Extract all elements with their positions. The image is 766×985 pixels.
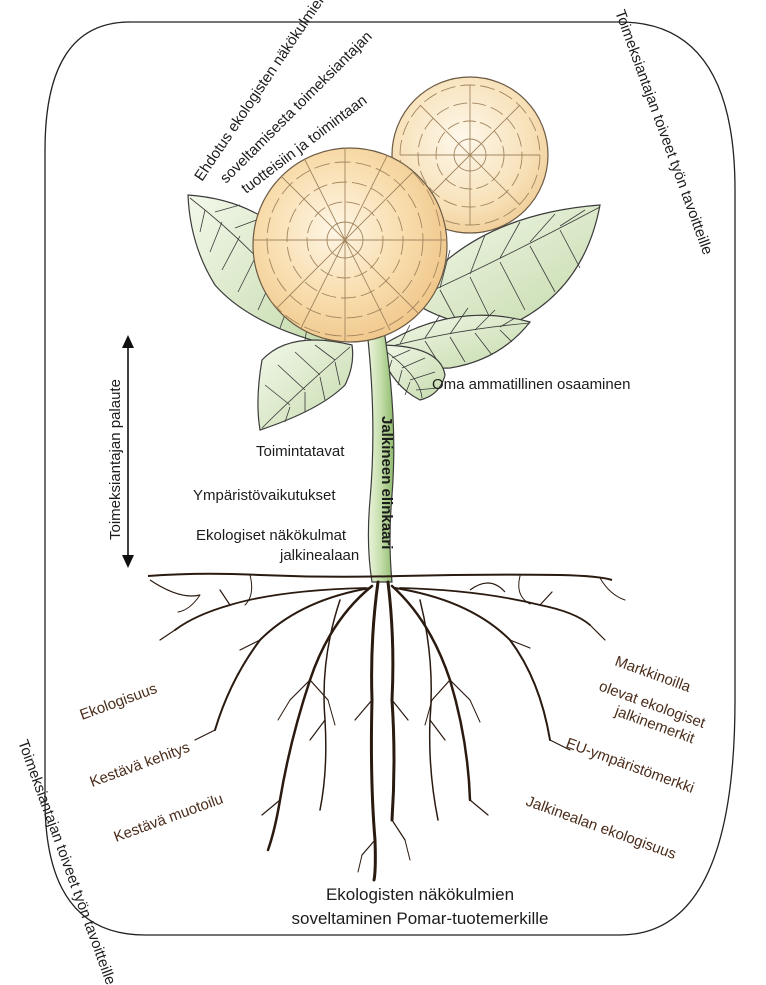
root-label-kestava-muotoilu: Kestävä muotoilu: [112, 790, 226, 845]
feedback-label: Toimeksiantajan palaute: [107, 379, 124, 540]
root-label-jalkinealan-ekologisuus: Jalkinealan ekologisuus: [524, 793, 679, 863]
bottom-label-line1: Ekologisten näkökulmien: [326, 885, 514, 904]
root-label-kestava-kehitys: Kestävä kehitys: [88, 739, 193, 791]
bottom-label-line2: soveltaminen Pomar-tuotemerkille: [292, 909, 549, 928]
stem-label-ekologiset-line1: Ekologiset näkökulmat: [196, 527, 347, 544]
stem-label-ymparistovaikutukset: Ympäristövaikutukset: [193, 487, 336, 504]
stem-label: Jalkineen elinkaari: [378, 416, 395, 549]
root-label-eu-ymparistomerkki: EU-ympäristömerkki: [564, 735, 697, 797]
root-system: [160, 575, 625, 880]
frame-label-top-right: Toimeksiantajan toiveet työn tavoitteill…: [611, 8, 716, 257]
stem-label-toimintatavat: Toimintatavat: [256, 443, 345, 460]
leaf-left-low: [258, 340, 353, 430]
root-label-ekologisuus: Ekologisuus: [78, 680, 160, 724]
stem-label-ekologiset-line2: jalkinealaan: [279, 547, 359, 564]
leaf-label: Oma ammatillinen osaaminen: [432, 376, 630, 393]
